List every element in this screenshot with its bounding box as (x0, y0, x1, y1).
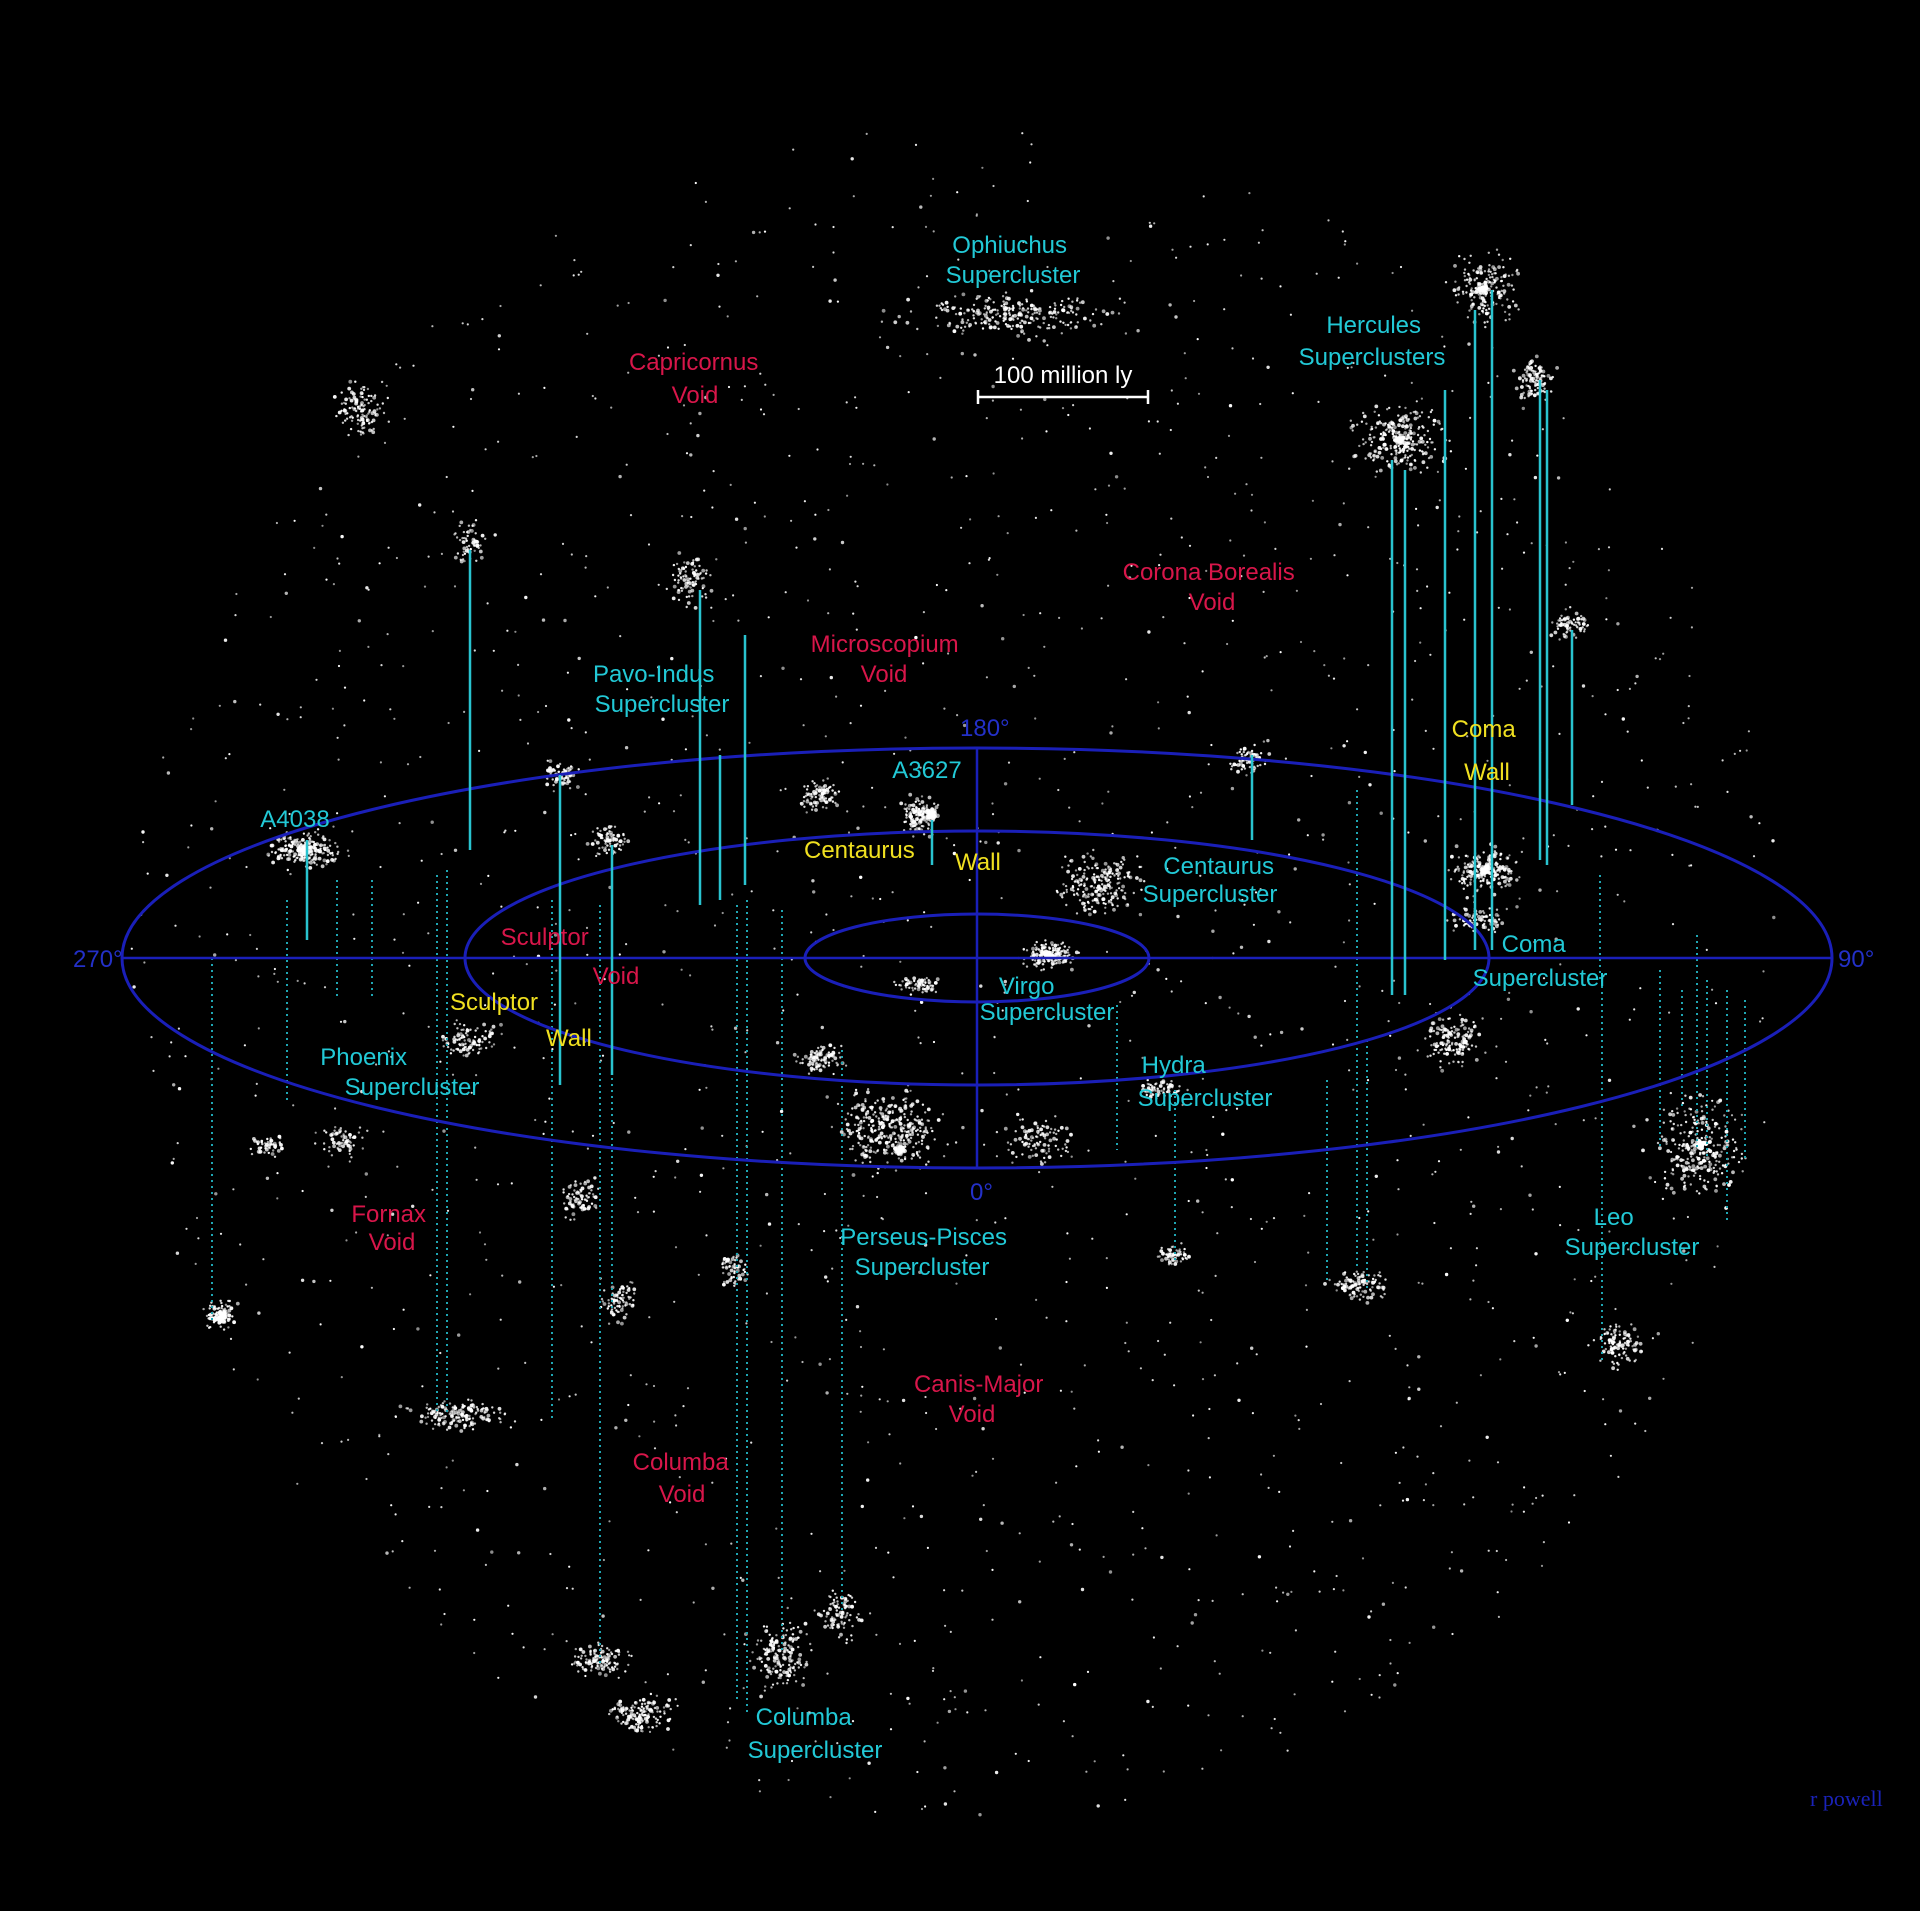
perseus-pisces-supercluster-label: Perseus-Pisces Supercluster (840, 1224, 1013, 1281)
a4038-cluster-label: A4038 (260, 806, 329, 833)
galactic-plane-grid (120, 746, 1834, 1170)
microscopium-void-label: Microscopium Void (811, 631, 966, 688)
scale-bar: 100 million ly (976, 362, 1150, 404)
galaxy-field (130, 132, 1776, 1817)
columba-supercluster-label: Columba Supercluster (748, 1704, 883, 1764)
phoenix-supercluster-label: Phoenix Supercluster (320, 1044, 479, 1101)
centaurus-supercluster-label: Centaurus Supercluster (1143, 853, 1281, 908)
fornax-void-label: Fornax Void (351, 1201, 432, 1256)
capricornus-void-label: Capricornus Void (629, 349, 765, 409)
void-labels: Capricornus Void Corona Borealis Void Mi… (351, 349, 1302, 1508)
sculptor-void-label: Sculptor Void (501, 924, 640, 990)
coma-supercluster-label: Coma Supercluster (1473, 931, 1608, 992)
scale-bar-label: 100 million ly (994, 362, 1133, 389)
drop-lines-below-plane (211, 790, 1746, 1715)
canis-major-void-label: Canis-Major Void (914, 1371, 1050, 1428)
sculptor-wall-label: Sculptor Wall (450, 989, 592, 1052)
wall-labels: Coma Wall Centaurus Wall Sculptor Wall (450, 716, 1523, 1052)
a3627-cluster-label: A3627 (892, 757, 961, 784)
centaurus-wall-label: Centaurus Wall (804, 837, 1001, 876)
azimuth-180-label: 180° (960, 715, 1010, 742)
pavo-indus-supercluster-label: Pavo-Indus Supercluster (593, 661, 729, 718)
author-credit: r powell (1810, 1786, 1883, 1811)
columba-void-label: Columba Void (633, 1449, 736, 1508)
azimuth-90-label: 90° (1838, 946, 1874, 973)
ophiuchus-supercluster-label: Ophiuchus Supercluster (946, 232, 1081, 289)
azimuth-270-label: 270° (73, 946, 123, 973)
virgo-supercluster-label: Virgo Supercluster (980, 973, 1115, 1026)
drop-lines-above-plane (305, 290, 1574, 1085)
azimuth-0-label: 0° (970, 1179, 993, 1206)
azimuth-labels: 180° 90° 0° 270° (73, 715, 1874, 1206)
coma-wall-label: Coma Wall (1452, 716, 1523, 786)
hercules-superclusters-label: Hercules Superclusters (1299, 312, 1446, 371)
corona-borealis-void-label: Corona Borealis Void (1123, 559, 1302, 616)
leo-supercluster-label: Leo Supercluster (1565, 1204, 1700, 1261)
supercluster-labels: Ophiuchus Supercluster Hercules Superclu… (260, 232, 1699, 1764)
hydra-supercluster-label: Hydra Supercluster (1138, 1052, 1273, 1112)
